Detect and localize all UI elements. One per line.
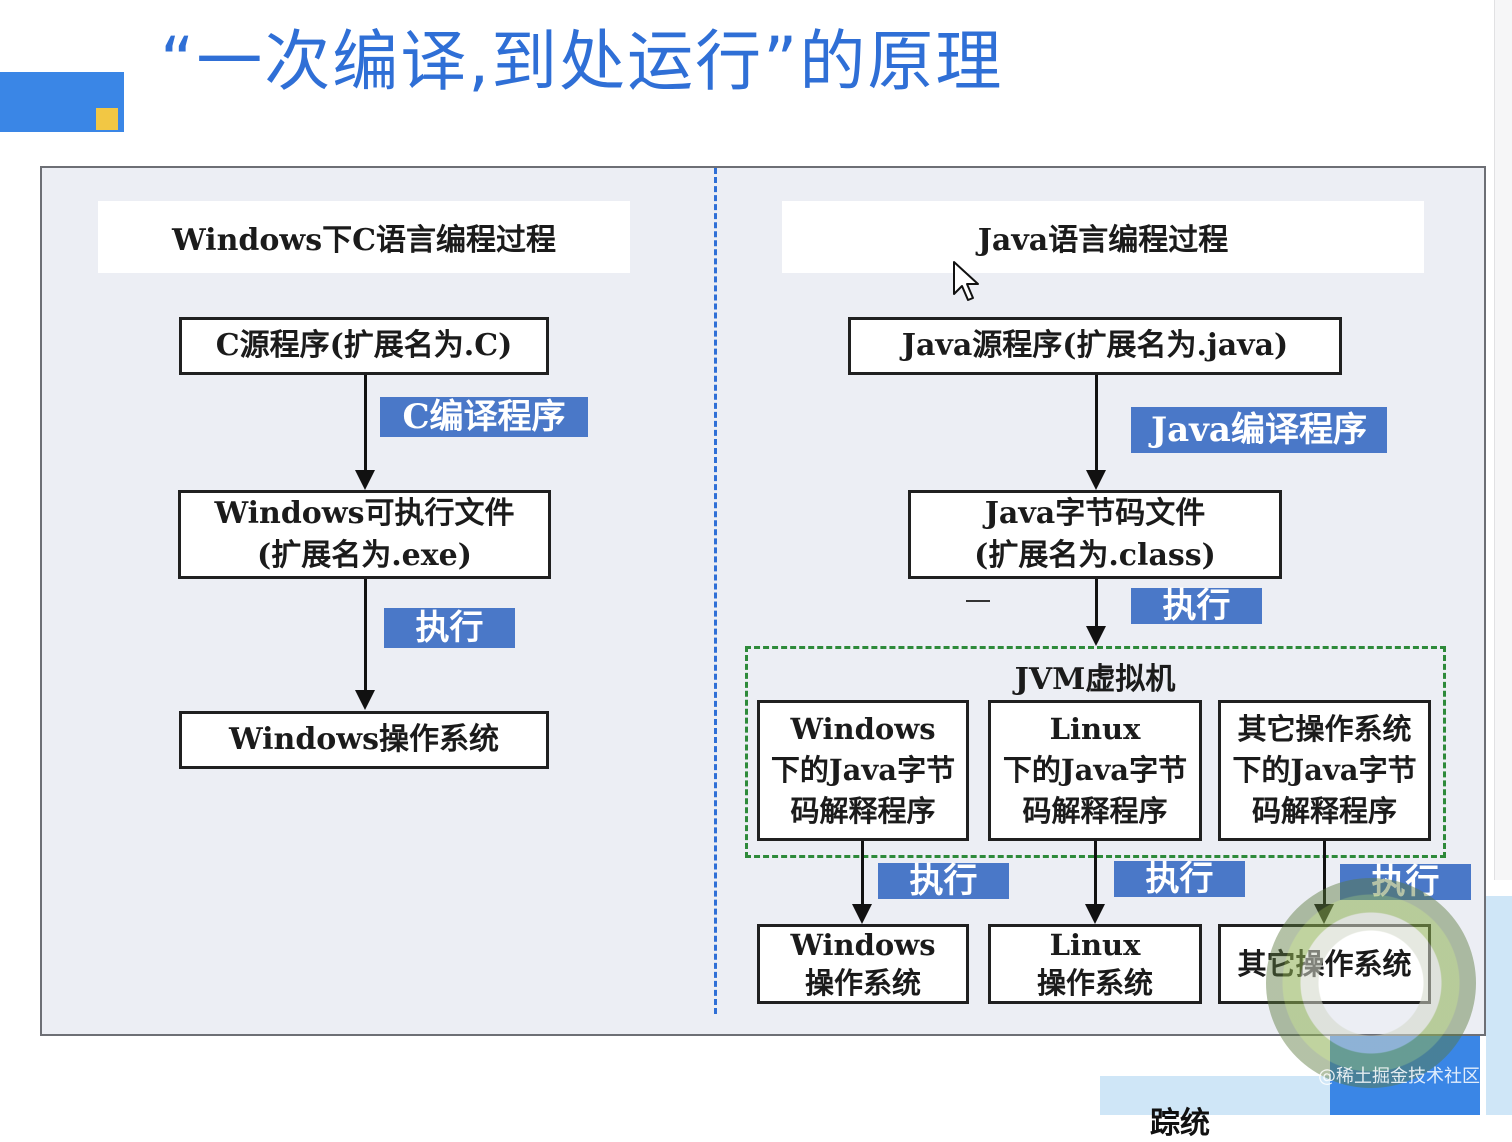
other-os-interpreter-box: 其它操作系统 下的Java字节 码解释程序 (1218, 700, 1431, 841)
arrow-shaft (1095, 579, 1098, 629)
os-line2: 操作系统 (1036, 966, 1153, 1000)
bytecode-line2: (扩展名为.class) (974, 537, 1216, 573)
bytecode-line1: Java字节码文件 (984, 495, 1206, 531)
jvm-label: JVM虚拟机 (1014, 662, 1176, 697)
arrow-shaft (1323, 841, 1326, 907)
accent-square (96, 108, 118, 130)
arrow-head (355, 470, 375, 490)
interpreter-line3: 码解释程序 (790, 794, 936, 828)
java-bytecode-box: Java字节码文件 (扩展名为.class) (908, 490, 1282, 579)
os-line1: Windows (790, 928, 936, 962)
linux-os-target-box: Linux 操作系统 (988, 924, 1202, 1004)
mouse-pointer-icon (953, 261, 979, 301)
exe-line2: (扩展名为.exe) (257, 537, 472, 573)
arrow-head (355, 690, 375, 710)
arrow-head (1086, 470, 1106, 490)
java-compiler-tag: Java编译程序 (1131, 407, 1387, 453)
windows-interpreter-box: Windows 下的Java字节 码解释程序 (757, 700, 969, 841)
c-source-label: C源程序(扩展名为.C) (215, 328, 513, 363)
diagram-panel (40, 166, 1486, 1036)
interpreter-line1: 其它操作系统 (1237, 712, 1412, 746)
c-compiler-tag: C编译程序 (380, 397, 588, 437)
exe-line1: Windows可执行文件 (214, 495, 515, 531)
window-edge-strip (1494, 0, 1512, 880)
java-source-label: Java源程序(扩展名为.java) (901, 328, 1289, 363)
slide-title: “一次编译,到处运行”的原理 (160, 23, 1004, 100)
arrow-head (1086, 626, 1106, 646)
windows-os-label: Windows操作系统 (228, 722, 500, 757)
c-source-box: C源程序(扩展名为.C) (179, 317, 549, 375)
right-heading: Java语言编程过程 (782, 201, 1424, 273)
center-divider (714, 168, 717, 1014)
watermark: @稀土掘金技术社区 (1318, 1066, 1480, 1087)
os-line2: 操作系统 (804, 966, 921, 1000)
interpreter-line3: 码解释程序 (1251, 794, 1397, 828)
arrow-shaft (364, 579, 367, 693)
exec-tag-linux: 执行 (1114, 859, 1245, 899)
interpreter-line1: Windows (790, 712, 936, 746)
interpreter-line2: 下的Java字节 (1232, 753, 1417, 787)
arrow-shaft (861, 841, 864, 907)
dash-mark (966, 600, 990, 602)
linux-interpreter-box: Linux 下的Java字节 码解释程序 (988, 700, 1202, 841)
interpreter-line1: Linux (1049, 712, 1141, 746)
decor-block (1100, 1076, 1330, 1115)
exec-tag-windows: 执行 (878, 861, 1009, 901)
arrow-head (1085, 904, 1105, 924)
arrow-shaft (1095, 375, 1098, 473)
arrow-shaft (364, 375, 367, 473)
windows-os-target-box: Windows 操作系统 (757, 924, 969, 1004)
interpreter-line2: 下的Java字节 (1002, 753, 1188, 787)
os-line1: Linux (1049, 928, 1141, 962)
interpreter-line3: 码解释程序 (1022, 794, 1168, 828)
interpreter-line2: 下的Java字节 (770, 753, 956, 787)
arrow-shaft (1094, 841, 1097, 907)
right-exec-tag: 执行 (1131, 586, 1262, 626)
bottom-text-fragment: 踪统 (1150, 1106, 1210, 1141)
decor-circle (1266, 878, 1476, 1088)
arrow-head (852, 904, 872, 924)
left-heading: Windows下C语言编程过程 (98, 201, 630, 273)
windows-os-box: Windows操作系统 (179, 711, 549, 769)
left-exec-tag: 执行 (384, 608, 515, 648)
decor-block (1486, 896, 1512, 1115)
windows-exe-box: Windows可执行文件 (扩展名为.exe) (178, 490, 551, 579)
java-source-box: Java源程序(扩展名为.java) (848, 317, 1342, 375)
